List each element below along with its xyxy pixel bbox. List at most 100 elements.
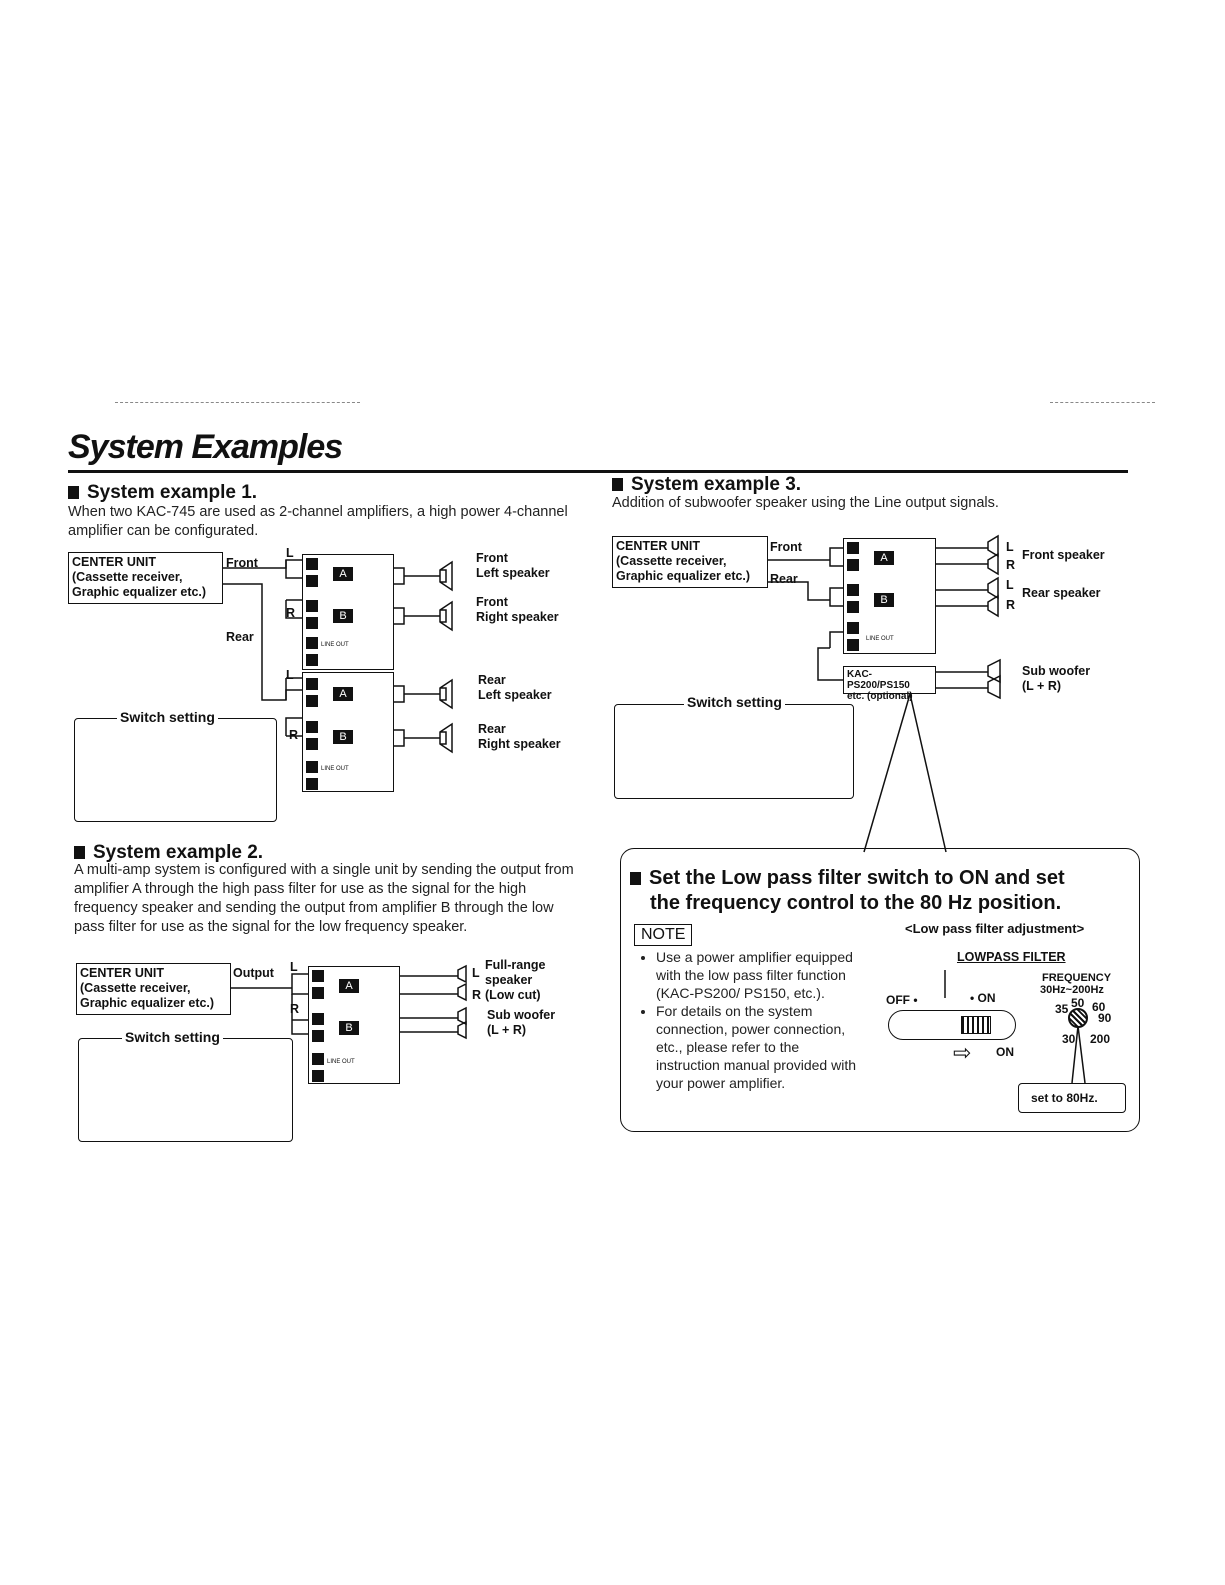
amp-a-badge: A [333,567,353,581]
input-r-block [312,987,324,999]
center-unit-line: CENTER UNIT [80,966,165,980]
line-out-label: LINE OUT [321,766,349,772]
ex3-front-label: Front [770,540,802,554]
speaker-label: speaker [485,973,533,987]
input-r-block [306,695,318,707]
ex3-switch-setting-title: Switch setting [684,694,785,710]
off-label: OFF • [886,993,918,1007]
line-out-l-block [306,761,318,773]
input-r-block [847,559,859,571]
line-out-l-block [847,622,859,634]
ex1-heading-text: System example 1. [87,482,258,503]
on-dot-label: • ON [970,991,996,1005]
frequency-label: FREQUENCY [1042,972,1112,984]
input-r-block [306,738,318,750]
ex3-heading-text: System example 3. [631,474,802,495]
line-out-label: LINE OUT [866,636,894,642]
ex3-description: Addition of subwoofer speaker using the … [612,495,999,511]
ex2-l-label: L [290,960,298,974]
speaker-label: Right speaker [478,737,561,751]
note-label: NOTE [634,924,693,946]
ex3-r-label-2: R [1006,598,1016,612]
ex2-l-speaker-label: L [472,966,480,980]
adjustment-title: <Low pass filter adjustment> [905,921,1085,936]
speaker-label: (L + R) [487,1023,527,1037]
amp-a-badge: A [874,551,894,565]
ex2-description: A multi-amp system is configured with a … [74,862,574,935]
dial-mark-50: 50 [1071,996,1085,1010]
ex2-r-label: R [290,1002,300,1016]
input-l-block [312,1013,324,1025]
ex1-r-label: R [286,606,296,620]
input-r-block [306,575,318,587]
ex2-switch-setting-title: Switch setting [122,1029,223,1045]
dial-mark-200: 200 [1090,1032,1111,1046]
ex1-switch-setting-title: Switch setting [117,709,218,725]
on-arrow-label: ON [996,1045,1014,1059]
speaker-label: Rear [478,673,506,687]
center-unit-line: Graphic equalizer etc.) [72,585,207,599]
input-l-block [847,584,859,596]
center-unit-line: (Cassette receiver, [616,554,727,568]
amp-a-badge: A [339,979,359,993]
ex2-output-label: Output [233,966,274,980]
speaker-label: (L + R) [1022,679,1062,693]
ex3-r-label-1: R [1006,558,1016,572]
amp-a-badge: A [333,687,353,701]
input-l-block [312,970,324,982]
input-l-block [306,600,318,612]
dial-mark-35: 35 [1055,1002,1069,1016]
ex1-amplifier-top: A B LINE OUT [302,554,394,670]
line-out-r-block [306,778,318,790]
ex1-amplifier-bottom: A B LINE OUT [302,672,394,792]
ex2-r-speaker-label: R [472,988,482,1002]
ex2-heading: System example 2. [74,842,263,864]
input-l-block [306,721,318,733]
center-unit-line: CENTER UNIT [616,539,701,553]
ex1-description: When two KAC-745 are used as 2-channel a… [68,504,568,539]
ex2-fullrange-label: Full-range speaker (Low cut) [485,958,545,1003]
lowpass-heading: Set the Low pass filter switch to ON and… [630,866,1065,916]
set-to-callout: set to 80Hz. [1018,1083,1126,1113]
input-l-block [306,678,318,690]
center-unit-line: CENTER UNIT [72,555,157,569]
ex3-l-label-1: L [1006,540,1014,554]
input-l-block [306,558,318,570]
dial-mark-60: 60 [1092,1000,1106,1014]
speaker-label: Front [476,595,508,609]
kac-line: etc. (optional) [847,691,913,702]
speaker-label: Sub woofer [1022,664,1091,678]
ex3-front-speaker-label: Front speaker [1022,548,1105,562]
amp-b-badge: B [339,1021,359,1035]
lowpass-heading-line: Set the Low pass filter switch to ON and… [649,867,1065,889]
speaker-label: Full-range [485,958,546,972]
ex2-amplifier: A B LINE OUT [308,966,400,1084]
line-out-r-block [312,1070,324,1082]
speaker-label: Rear [478,722,506,736]
ex1-heading: System example 1. [68,482,257,504]
line-out-r-block [306,654,318,666]
amp-b-badge: B [874,593,894,607]
center-unit-line: (Cassette receiver, [72,570,183,584]
ex3-kac-box: KAC-PS200/PS150 etc. (optional) [843,666,936,702]
lowpass-switch[interactable] [888,1010,1016,1040]
lowpass-panel [620,848,1140,1132]
speaker-label: Sub woofer [487,1008,556,1022]
note-bullet: Use a power amplifier equipped with the … [656,948,862,1002]
set-to-text: set to 80Hz. [1031,1091,1098,1105]
ex1-l-label: L [286,546,294,560]
ex1-front-label: Front [226,556,258,570]
ex2-subwoofer-label: Sub woofer (L + R) [487,1008,555,1038]
ex1-center-unit: CENTER UNIT (Cassette receiver, Graphic … [68,552,223,604]
speaker-label: (Low cut) [485,988,541,1002]
switch-knob[interactable] [961,1016,991,1034]
arrow-right-icon: ⇨ [953,1040,972,1065]
top-dash-line-right [1050,402,1155,403]
speaker-label: Right speaker [476,610,559,624]
dial-mark-30: 30 [1062,1032,1076,1046]
line-out-label: LINE OUT [321,642,349,648]
ex1-l-label-2: L [286,668,294,682]
